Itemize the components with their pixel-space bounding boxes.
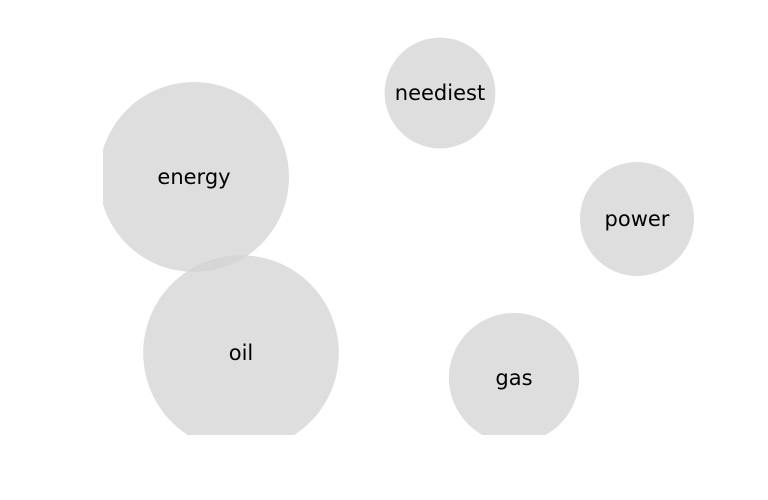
bubble-power [580,162,694,276]
bubble-gas [448,312,580,435]
labels-layer: energy neediest power oil gas [157,81,669,390]
bubble-energy [103,82,289,272]
bubble-neediest [384,37,496,149]
bubble-label-energy: energy [157,165,230,189]
bubble-oil [143,255,339,435]
bubbles-layer [103,37,694,435]
bubble-label-gas: gas [495,366,532,390]
bubble-label-power: power [605,207,670,231]
bubble-label-oil: oil [229,341,254,365]
bubble-label-neediest: neediest [395,81,485,105]
